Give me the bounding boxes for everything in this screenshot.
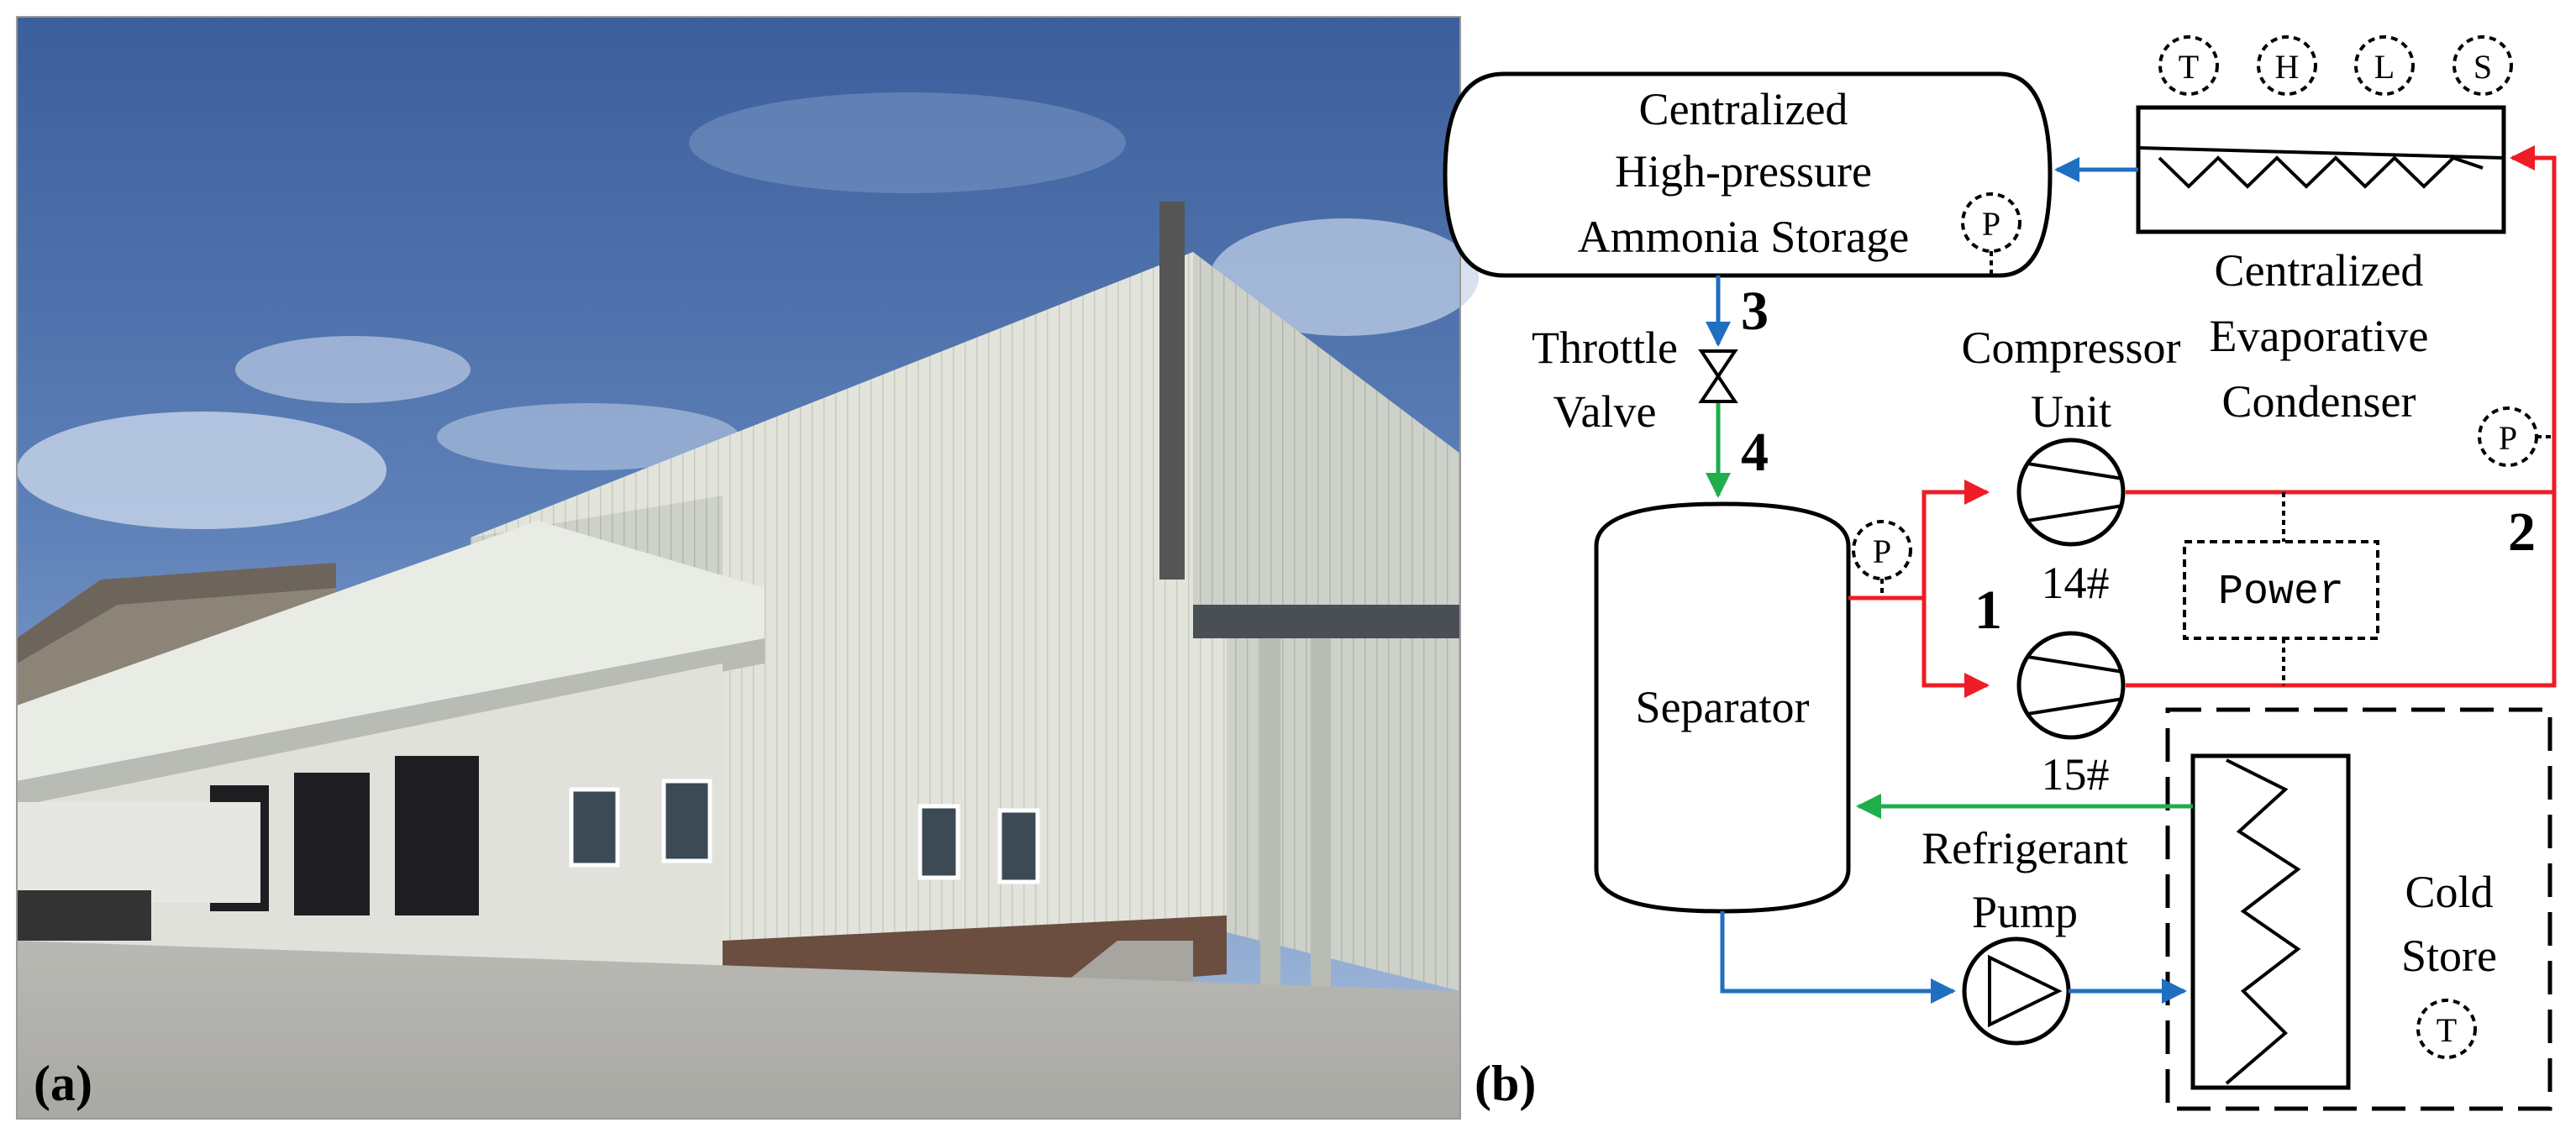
window <box>661 779 712 863</box>
storage-label-line1: Centralized <box>1639 84 1848 134</box>
roof-ladder <box>1159 202 1185 580</box>
truck-cab <box>17 890 151 941</box>
cold-store-label-line1: Cold <box>2405 867 2493 917</box>
cold-storage-photo: (a) <box>16 16 1479 1120</box>
dock-door <box>294 773 370 915</box>
cloud <box>17 412 386 529</box>
sensor-letter: P <box>1873 532 1891 570</box>
warehouse-low-facade <box>723 496 1227 1008</box>
storage-label-line3: Ammonia Storage <box>1578 212 1909 262</box>
separator-pressure-sensor: P <box>1852 520 1912 598</box>
cloud <box>235 336 471 403</box>
compressor-14 <box>2016 438 2126 547</box>
cold-store-temp-sensor: T <box>2416 999 2477 1059</box>
sensor-letter: S <box>2473 48 2492 86</box>
compressor-label-line2: Unit <box>2031 386 2111 437</box>
state-point-2: 2 <box>2508 501 2536 563</box>
ammonia-storage-tank: Centralized High-pressure Ammonia Storag… <box>1443 71 2053 278</box>
panel-b-label: (b) <box>1475 1056 1536 1111</box>
window <box>917 804 960 880</box>
sensor-letter: H <box>2275 48 2300 86</box>
pipe-rack <box>1193 605 1460 638</box>
condenser-label-line3: Condenser <box>2222 376 2416 427</box>
cold-store-evaporator <box>2190 753 2351 1090</box>
state-point-1: 1 <box>1974 580 2002 641</box>
compressor-label-line1: Compressor <box>1962 323 2181 373</box>
state-point-3: 3 <box>1741 281 1769 342</box>
condenser-sensor-T: T <box>2158 35 2219 96</box>
flow-suction-line-15 <box>1921 598 1990 698</box>
power-label: Power <box>2218 569 2344 616</box>
storage-label-line2: High-pressure <box>1615 146 1872 197</box>
pipe-column <box>1311 638 1331 991</box>
evaporative-condenser <box>2136 105 2506 234</box>
condenser-sensor-H: H <box>2257 35 2317 96</box>
window <box>997 808 1040 884</box>
pump-label-line2: Pump <box>1972 887 2078 937</box>
flow-suction-line <box>1848 480 1990 601</box>
distant-building-roof <box>17 563 336 664</box>
refrigerant-pump <box>1962 936 2071 1046</box>
window <box>569 787 620 868</box>
condenser-label-line2: Evaporative <box>2210 311 2429 361</box>
loading-canopy <box>17 521 765 781</box>
throttle-valve <box>1698 349 1738 403</box>
flow-discharge-line <box>2126 145 2557 495</box>
pipe-column <box>1260 638 1280 991</box>
separator-label: Separator <box>1636 682 1810 732</box>
storage-sensor-letter: P <box>1982 205 2000 243</box>
condenser-sensor-S: S <box>2452 35 2513 96</box>
cloud <box>1210 218 1479 336</box>
separator-vessel: Separator <box>1594 501 1851 914</box>
compressor-15-label: 15# <box>2042 749 2110 800</box>
condenser-inlet-pressure-sensor: P <box>2478 407 2554 467</box>
pump-label-line1: Refrigerant <box>1921 823 2128 873</box>
throttle-label-line1: Throttle <box>1532 323 1678 373</box>
condenser-sensor-L: L <box>2354 35 2415 96</box>
storage-pressure-sensor: P <box>1961 192 2021 275</box>
compressor-14-label: 14# <box>2042 558 2110 608</box>
state-point-4: 4 <box>1741 422 1769 483</box>
photo-frame <box>16 16 1479 1120</box>
power-meter: Power <box>2183 492 2379 685</box>
sensor-letter: L <box>2374 48 2395 86</box>
dock-door <box>395 756 479 915</box>
sensor-letter: T <box>2437 1011 2457 1049</box>
throttle-label-line2: Valve <box>1553 386 1657 437</box>
cold-store-label-line2: Store <box>2401 931 2497 981</box>
condenser-label-line1: Centralized <box>2215 245 2424 296</box>
sensor-letter: P <box>2499 419 2517 457</box>
sensor-letter: T <box>2179 48 2199 86</box>
flow-separator-to-pump <box>1720 911 1956 1004</box>
panel-a-label: (a) <box>34 1056 92 1111</box>
cloud <box>689 92 1126 193</box>
ground <box>17 941 1460 1119</box>
cloud <box>437 403 739 470</box>
compressor-15 <box>2016 631 2126 740</box>
flow-discharge-line-15 <box>2126 492 2557 688</box>
canopy-underside <box>17 638 765 806</box>
truck-trailer <box>17 802 260 903</box>
